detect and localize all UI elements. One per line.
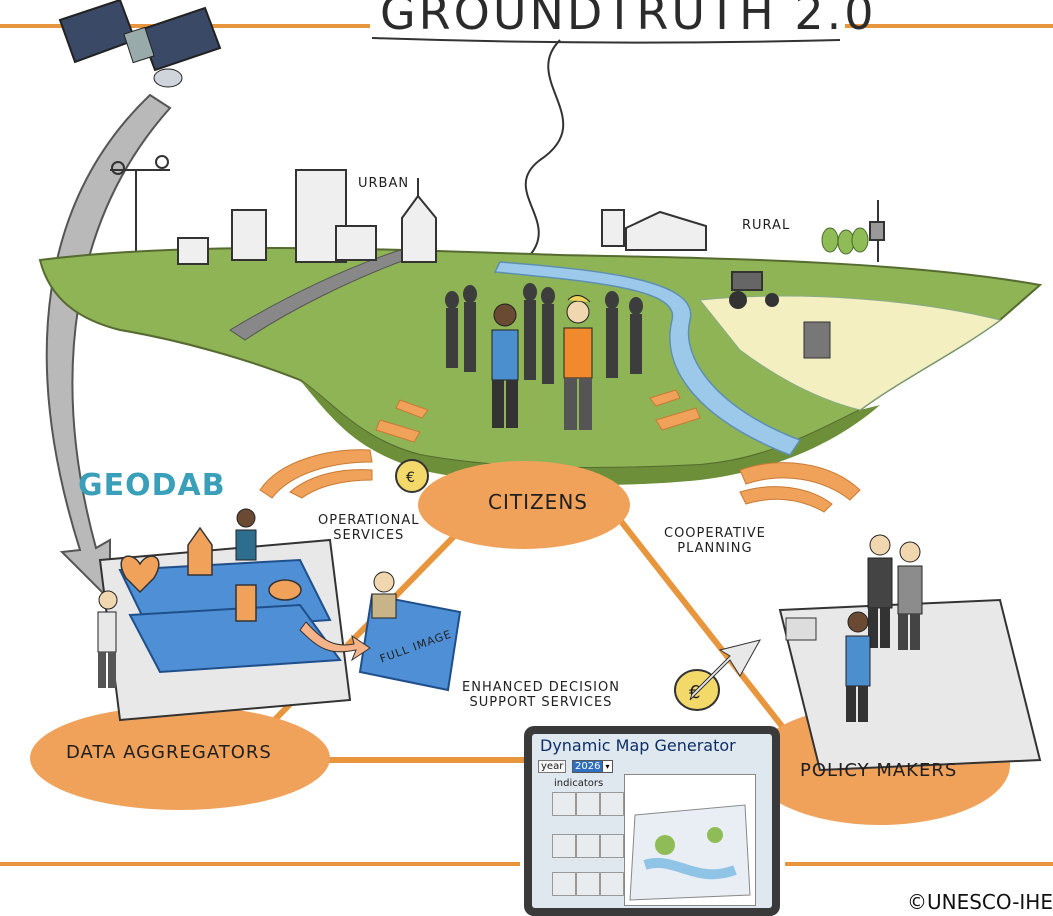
satellite-icon — [58, 0, 222, 88]
generated-map-preview — [624, 774, 756, 906]
svg-text:€: € — [406, 470, 415, 486]
indicator-cell[interactable] — [576, 834, 600, 858]
data-tokens — [120, 526, 302, 622]
title-string — [524, 39, 565, 256]
year-select[interactable]: 2026 — [572, 760, 604, 773]
indicator-cell[interactable] — [552, 872, 576, 896]
urban-buildings — [177, 169, 437, 265]
label-data-aggregators: DATA AGGREGATORS — [66, 742, 272, 763]
euro-coin-icon: € — [395, 459, 429, 493]
citizens-node — [418, 461, 630, 549]
diagram-title: GROUNDTRUTH 2.0 — [380, 0, 877, 40]
label-citizens: CITIZENS — [488, 490, 588, 514]
policy-platform — [778, 598, 1042, 772]
indicators-label: indicators — [554, 778, 604, 789]
aggregator-person — [97, 590, 118, 688]
title-underline — [371, 37, 841, 44]
label-cooperative-planning: COOPERATIVE PLANNING — [664, 526, 766, 556]
data-panels — [118, 558, 462, 692]
indicator-cell[interactable] — [576, 872, 600, 896]
tablet-in-hand — [785, 617, 817, 641]
policy-person-1 — [867, 534, 893, 648]
dynamic-map-generator-tablet: Dynamic Map Generator year 2026 ▾ indica… — [524, 726, 780, 916]
field-sensor-box — [803, 321, 831, 359]
indicator-cell[interactable] — [576, 792, 600, 816]
policy-person-3 — [845, 611, 871, 722]
tablet-title: Dynamic Map Generator — [540, 736, 736, 755]
data-aggregators-node — [30, 706, 330, 810]
crowd-silhouettes — [445, 283, 643, 384]
year-label: year — [538, 760, 567, 773]
rural-weather-station-icon — [869, 200, 885, 262]
copyright-notice: ©UNESCO-IHE — [907, 890, 1053, 914]
indicator-cell[interactable] — [600, 792, 624, 816]
rural-buildings — [601, 209, 779, 309]
river — [493, 261, 802, 456]
panel-pointer-arrow — [299, 621, 371, 662]
indicator-cell[interactable] — [600, 834, 624, 858]
label-urban: URBAN — [358, 176, 410, 191]
triangle-connections — [247, 517, 788, 763]
indicator-cell[interactable] — [552, 834, 576, 858]
indicator-cell[interactable] — [600, 872, 624, 896]
rural-trees — [821, 227, 869, 255]
geodab-logo: GEODAB — [78, 468, 226, 503]
signal-arcs — [259, 389, 861, 513]
year-dropdown-arrow-icon[interactable]: ▾ — [602, 760, 613, 773]
rural-fields — [699, 295, 1002, 411]
label-policy-makers: POLICY MAKERS — [800, 760, 958, 781]
citizen-blue — [491, 303, 519, 428]
label-rural: RURAL — [742, 218, 791, 233]
aggregator-person-3 — [371, 571, 397, 619]
aggregator-person-2 — [235, 508, 257, 561]
decision-arrow — [689, 639, 761, 701]
citizen-orange — [563, 295, 593, 430]
tablet-screen: Dynamic Map Generator year 2026 ▾ indica… — [532, 734, 772, 908]
label-operational-services: OPERATIONAL SERVICES — [318, 513, 420, 543]
policy-person-2 — [897, 541, 923, 650]
map-preview-drawing — [629, 804, 751, 901]
indicator-cell[interactable] — [552, 792, 576, 816]
label-enhanced-decision: ENHANCED DECISION SUPPORT SERVICES — [462, 680, 620, 710]
